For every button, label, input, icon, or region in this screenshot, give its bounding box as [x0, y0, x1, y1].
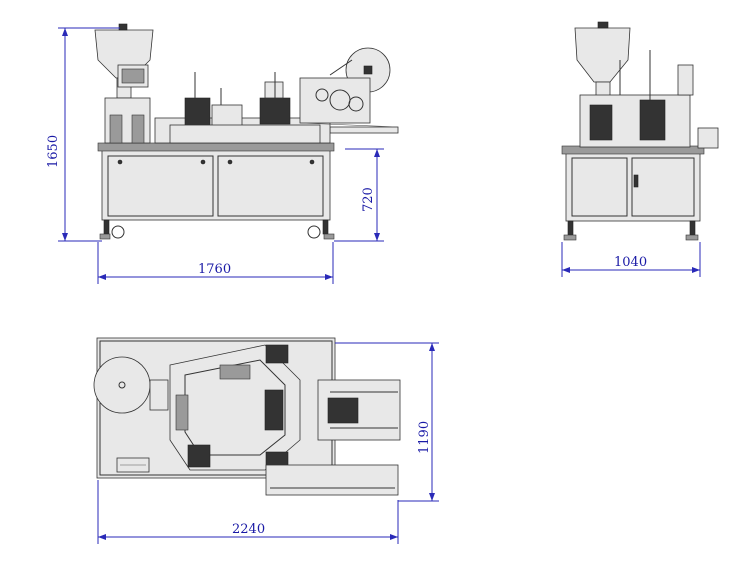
dim-label-front-height: 1650: [46, 135, 61, 168]
door-screw: [117, 159, 123, 165]
dim-label-top-depth: 1190: [417, 421, 432, 454]
outfeed-conveyor: [329, 126, 399, 134]
door-screw: [200, 159, 206, 165]
front-dimensions: 1650 720 1760: [46, 27, 384, 284]
dim-label-front-width: 1760: [198, 262, 231, 277]
cabinet-door-left: [107, 155, 214, 217]
top-label-reel: [93, 356, 151, 414]
side-cabinet: [565, 152, 701, 222]
door-screw: [227, 159, 233, 165]
top-view: [93, 337, 401, 496]
dim-label-side-width: 1040: [614, 255, 647, 270]
dim-label-table-height: 720: [361, 187, 376, 212]
table-top: [97, 142, 335, 152]
top-outfeed-conveyor: [265, 464, 399, 496]
caster-wheel: [307, 225, 321, 239]
front-view: [94, 23, 399, 240]
dim-label-top-length: 2240: [232, 522, 265, 537]
cabinet-handle: [633, 174, 639, 188]
side-dimensions: 1040: [561, 242, 701, 277]
front-cabinet: [101, 149, 331, 221]
door-screw: [309, 159, 315, 165]
caster-wheel: [111, 225, 125, 239]
cabinet-door-right: [217, 155, 324, 217]
top-dimensions: 1190 2240: [97, 342, 439, 544]
side-hopper: [574, 27, 631, 83]
side-view: [561, 21, 719, 241]
